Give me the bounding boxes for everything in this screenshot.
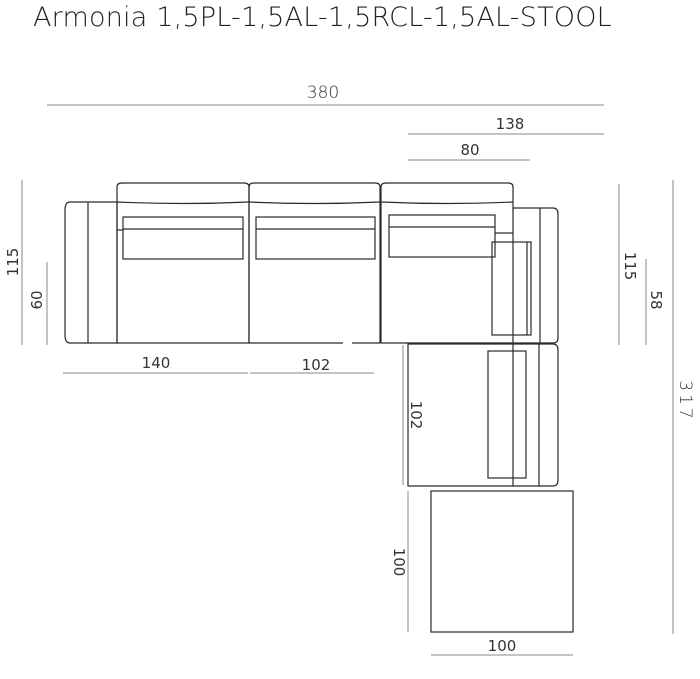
dim-label-115-left: 115	[4, 248, 22, 277]
dim-label-60: 60	[28, 290, 46, 309]
dim-label-140: 140	[142, 354, 171, 372]
dim-label-100-vertical: 100	[390, 548, 408, 577]
dim-label-102: 102	[302, 356, 331, 374]
dim-label-102-vertical: 102	[407, 401, 425, 430]
dim-label-115-right: 115	[621, 252, 639, 281]
product-title: Armonia 1,5PL-1,5AL-1,5RCL-1,5AL-STOOL	[33, 2, 612, 33]
dim-label-380: 380	[307, 83, 339, 103]
right-armrest-top	[513, 207, 559, 344]
stool	[430, 490, 574, 633]
seat-module-1	[116, 182, 250, 344]
seat-module-2	[248, 182, 381, 344]
dim-label-317: 317	[675, 380, 695, 421]
dim-label-58: 58	[647, 290, 665, 309]
chaise-module	[407, 343, 559, 487]
left-armrest	[64, 201, 118, 344]
dim-label-100: 100	[488, 637, 517, 655]
corner-module	[380, 182, 532, 344]
dim-label-138: 138	[496, 115, 525, 133]
dim-label-80: 80	[460, 141, 479, 159]
